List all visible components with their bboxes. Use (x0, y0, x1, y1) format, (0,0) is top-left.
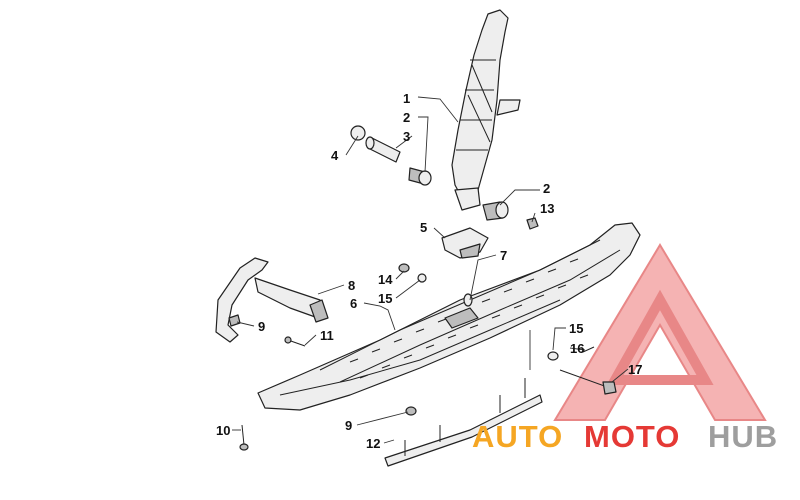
leader-lines (232, 96, 629, 444)
callout-5: 5 (420, 220, 427, 235)
watermark-text: AUTO MOTO HUB (472, 419, 778, 454)
callout-1: 1 (403, 91, 410, 106)
hardware (228, 217, 617, 451)
callout-15-left: 15 (378, 291, 392, 306)
watermark-hub: HUB (708, 419, 778, 454)
wear-bar (384, 378, 543, 467)
watermark-logo (553, 243, 767, 421)
callout-14: 14 (378, 272, 393, 287)
callout-11: 11 (320, 328, 334, 343)
watermark-auto: AUTO (472, 419, 563, 454)
callout-16: 16 (570, 341, 584, 356)
handle-part (215, 257, 329, 343)
spacer-parts (350, 125, 509, 221)
callout-13: 13 (540, 201, 554, 216)
callout-2-upper: 2 (403, 110, 410, 125)
callout-12: 12 (366, 436, 380, 451)
callout-15-right: 15 (569, 321, 583, 336)
callout-labels: 1 2 3 4 2 13 5 7 8 14 15 6 9 11 15 16 17… (216, 91, 642, 451)
callout-10: 10 (216, 423, 230, 438)
watermark-moto: MOTO (584, 419, 680, 454)
callout-17: 17 (628, 362, 642, 377)
callout-2-lower: 2 (543, 181, 550, 196)
callout-3: 3 (403, 129, 410, 144)
callout-9-upper: 9 (258, 319, 265, 334)
callout-4: 4 (331, 148, 339, 163)
callout-6: 6 (350, 296, 357, 311)
callout-9-lower: 9 (345, 418, 352, 433)
pad-part (441, 227, 489, 259)
callout-8: 8 (348, 278, 355, 293)
callout-7: 7 (500, 248, 507, 263)
spindle-part (451, 9, 521, 211)
